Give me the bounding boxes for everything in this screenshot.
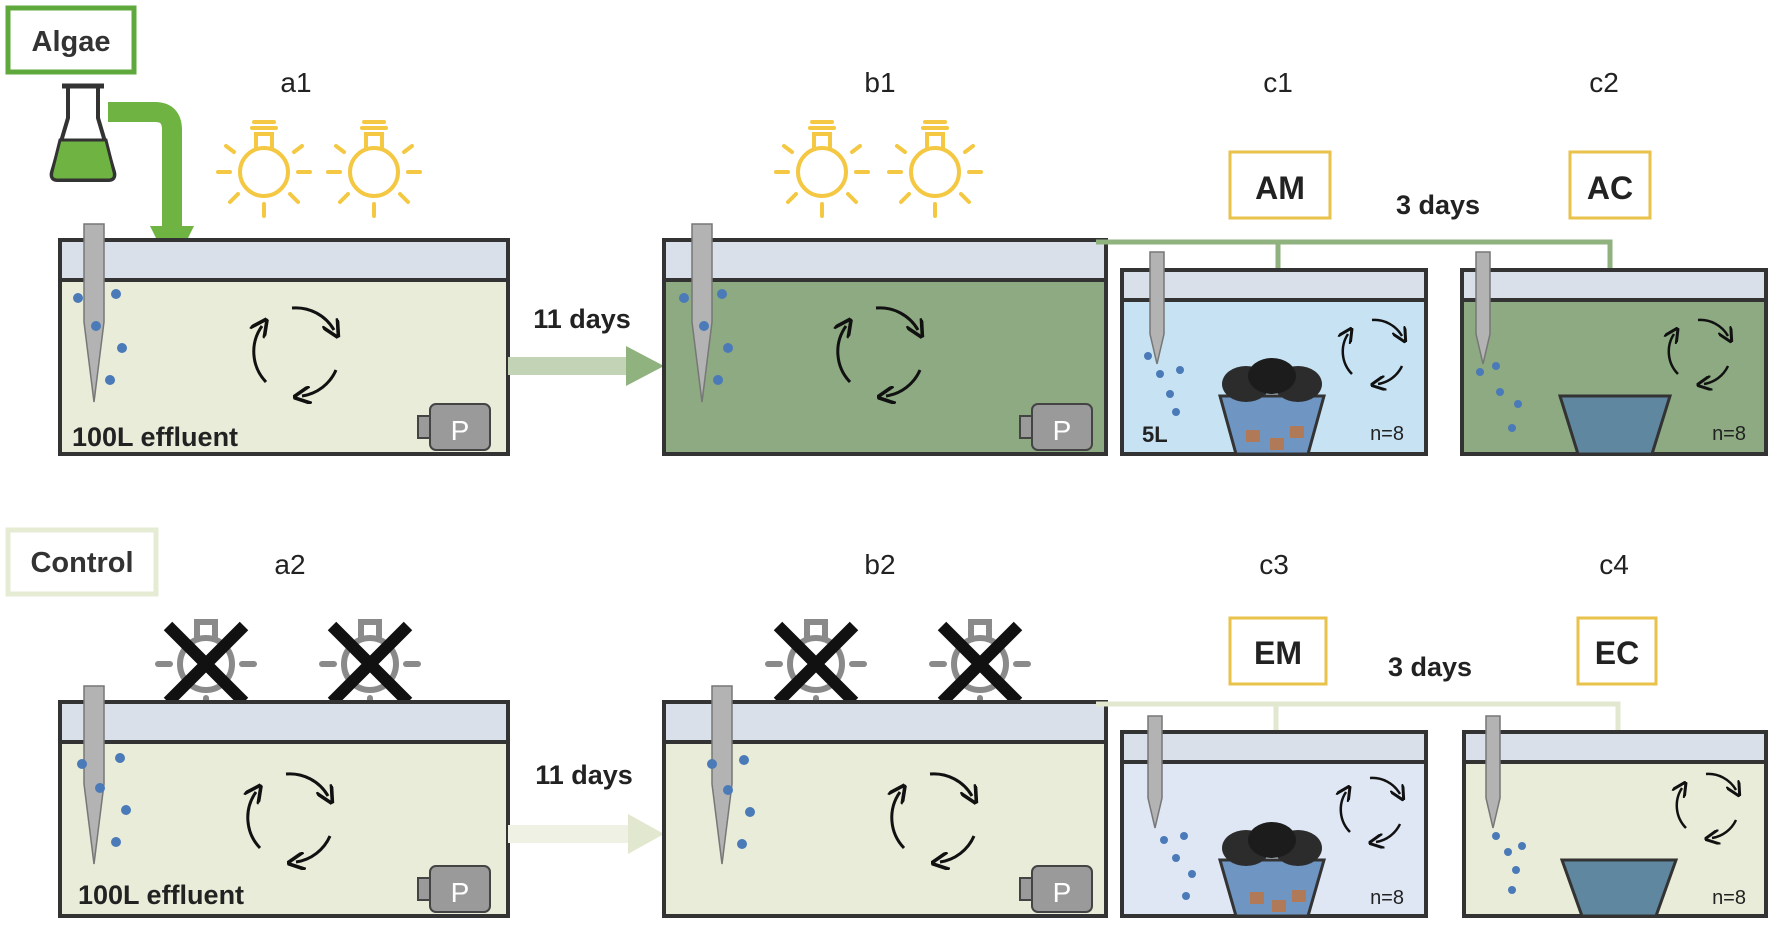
pump-icon: P [417,403,491,451]
air-diffuser-icon [1485,715,1526,894]
panel-label-b2: b2 [864,549,895,580]
svg-text:P: P [451,877,470,908]
air-diffuser-icon [77,685,131,865]
circulation-icon [892,772,974,862]
pump-icon: P [1019,865,1093,913]
pump-icon: P [1019,403,1093,451]
tank-volume-label: 100L effluent [78,880,244,910]
svg-text:P: P [1053,877,1072,908]
air-diffuser-icon [73,223,127,403]
panel-label-c3: c3 [1259,549,1289,580]
panel-label-c2: c2 [1589,67,1619,98]
circulation-icon [248,772,330,862]
row-algae: Algae a1 b1 c1 c2 [5,5,1768,456]
container-icon [1557,394,1673,456]
circulation-icon [1343,318,1402,384]
replicate-count: n=8 [1712,887,1746,909]
light-off-icon [765,619,867,713]
treatment-label: EM [1254,635,1302,671]
circulation-icon [1669,318,1728,384]
pump-icon: P [417,865,491,913]
circulation-icon [1677,772,1736,838]
treatment-box-ec [1576,616,1658,686]
replicate-count: n=8 [1370,423,1404,445]
light-bulb-icon [887,120,983,218]
panel-label-c4: c4 [1599,549,1629,580]
panel-label-c1: c1 [1263,67,1293,98]
tank-c2: n=8 [1460,268,1768,456]
sea-urchin-icon [1218,822,1326,918]
air-diffuser-icon [1144,251,1184,416]
row-control: Control a2 b2 c3 c4 [5,527,1768,918]
air-diffuser-icon [707,685,755,865]
treatment-box-am [1228,150,1332,220]
algae-label-box [5,5,137,75]
circulation-icon [838,306,920,396]
control-label-box [5,527,159,597]
svg-text:P: P [451,415,470,446]
panel-label-a2: a2 [274,549,305,580]
svg-text:P: P [1053,415,1072,446]
replicate-count: n=8 [1370,887,1404,909]
flask-icon [49,83,117,182]
light-off-icon [319,619,421,713]
panel-label-b1: b1 [864,67,895,98]
light-off-icon [929,619,1031,713]
light-off-icon [155,619,257,713]
light-bulb-icon [216,120,312,218]
container-icon [1559,858,1679,918]
replicate-count: n=8 [1712,423,1746,445]
tank-volume-label: 100L effluent [72,422,238,452]
treatment-box-em [1228,616,1328,686]
treatment-label: EC [1595,635,1639,671]
treatment-box-ac [1568,150,1652,220]
duration-label: 11 days [533,304,631,334]
air-diffuser-icon [679,223,733,403]
control-label: Control [30,547,133,579]
duration-label: 3 days [1388,652,1472,682]
air-diffuser-icon [1147,715,1196,900]
circulation-icon [254,306,336,396]
light-bulb-icon [774,120,870,218]
duration-label: 3 days [1396,190,1480,220]
sea-urchin-icon [1218,358,1326,456]
panel-label-a1: a1 [280,67,311,98]
algae-label: Algae [32,26,111,58]
circulation-icon [1341,776,1400,842]
treatment-label: AM [1255,170,1305,206]
duration-label: 11 days [535,760,633,790]
light-bulb-icon [326,120,422,218]
air-diffuser-icon [1475,251,1522,432]
small-volume-label: 5L [1142,422,1168,447]
treatment-label: AC [1587,170,1633,206]
